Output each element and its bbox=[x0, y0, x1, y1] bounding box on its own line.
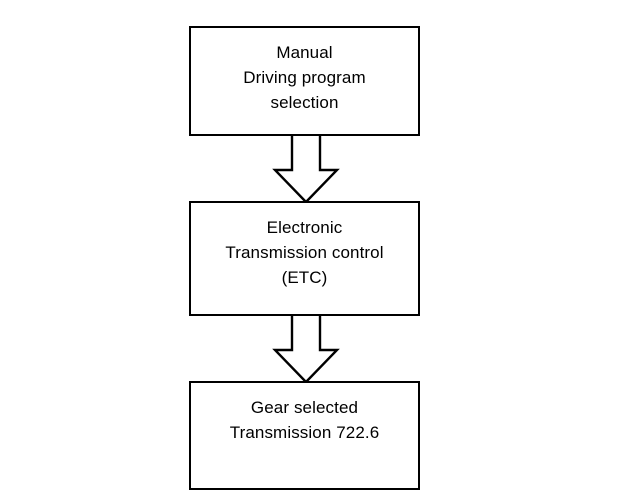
node-text-line-2: Transmission 722.6 bbox=[229, 423, 380, 442]
node-text-line-3: (ETC) bbox=[281, 268, 328, 287]
connector-arrow-manual-to-etc bbox=[272, 134, 340, 204]
node-text-line-1: Electronic bbox=[266, 218, 343, 237]
hollow-block-arrow-down-icon bbox=[272, 134, 340, 204]
flow-node-electronic-transmission-control[interactable]: Electronic Transmission control (ETC) bbox=[189, 201, 420, 316]
flow-node-manual-selection[interactable]: Manual Driving program selection bbox=[189, 26, 420, 136]
node-text-line-2: Driving program bbox=[243, 68, 366, 87]
connector-arrow-etc-to-gear bbox=[272, 314, 340, 384]
node-text-line-1: Gear selected bbox=[250, 398, 359, 417]
node-text-line-3: selection bbox=[270, 93, 339, 112]
node-text-line-1: Manual bbox=[276, 43, 333, 62]
hollow-block-arrow-down-icon bbox=[272, 314, 340, 384]
flow-node-gear-selected[interactable]: Gear selected Transmission 722.6 bbox=[189, 381, 420, 490]
node-text-line-2: Transmission control bbox=[225, 243, 384, 262]
